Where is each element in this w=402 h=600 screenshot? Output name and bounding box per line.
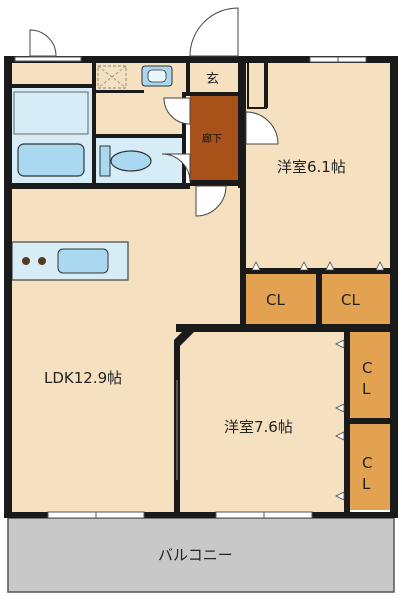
closet-c (348, 332, 390, 418)
label-balcony: バルコニー (158, 546, 233, 564)
door-washroom[interactable] (163, 97, 191, 125)
wall-wet-bottom (10, 183, 190, 189)
label-closet-c-top: C (362, 359, 372, 377)
wall-closet-cd-divider (344, 418, 394, 424)
toilet-bowl (110, 150, 152, 172)
stove-burner-1 (22, 257, 30, 265)
wall-room2-chamfer (174, 324, 196, 346)
bathtub (17, 143, 85, 177)
wall-room1-top-left (264, 62, 268, 108)
wall-bath-right (92, 62, 96, 187)
closet-door-markers (251, 261, 385, 501)
marker-3 (325, 261, 335, 271)
stove-burner-2 (38, 257, 46, 265)
hallway-floor (190, 96, 238, 180)
wall-closets-bottom (176, 324, 394, 332)
entrance-floor (190, 62, 238, 96)
marker-6 (335, 403, 345, 413)
wall-right (390, 56, 398, 516)
wall-left (4, 56, 12, 516)
wall-hall-bottom (190, 180, 240, 186)
shoe-cabinet (247, 61, 267, 109)
wall-entry-left (186, 56, 190, 96)
wall-closet-divider (316, 268, 322, 328)
bath-wash-area (13, 91, 89, 135)
closet-b (322, 272, 392, 326)
label-closet-b: CL (341, 291, 360, 309)
marker-4 (375, 261, 385, 271)
label-closet-d-top: C (362, 454, 372, 472)
label-western-room-1: 洋室6.1帖 (277, 158, 346, 176)
window-bath (14, 56, 82, 62)
label-closet-a: CL (266, 291, 285, 309)
western-room-1-floor (246, 62, 392, 272)
toilet-tank (99, 145, 111, 177)
door-storage-top[interactable] (29, 29, 57, 57)
label-entrance: 玄 (206, 72, 219, 87)
label-western-room-2: 洋室7.6帖 (224, 418, 293, 436)
wall-ldk-right (240, 186, 246, 326)
wall-toilet-right (182, 92, 186, 187)
laundry-pan-diag-2 (97, 65, 127, 89)
closet-a (246, 272, 316, 326)
balcony-floor (7, 517, 395, 593)
ldk-lower-floor (10, 320, 178, 514)
doors (29, 7, 279, 217)
door-room1[interactable] (245, 111, 279, 145)
wall-laundry-bottom (94, 90, 144, 93)
wall-wash-toilet (94, 134, 186, 138)
washbasin-bowl (147, 69, 167, 83)
marker-5 (335, 339, 345, 349)
marker-7 (335, 431, 345, 441)
door-toilet[interactable] (161, 153, 191, 183)
label-closet-c-bottom: L (362, 380, 371, 398)
wall-top (4, 56, 398, 63)
kitchen-sink (57, 248, 109, 274)
closet-d (348, 424, 390, 510)
wall-bath-top (10, 84, 94, 88)
marker-2 (299, 261, 309, 271)
marker-1 (251, 261, 261, 271)
label-closet-d-bottom: L (362, 475, 371, 493)
wall-entry-step (186, 92, 240, 96)
wall-hall-right (238, 62, 246, 188)
marker-8 (335, 491, 345, 501)
western-room-2-floor (176, 330, 346, 514)
label-ldk: LDK12.9帖 (44, 369, 122, 387)
door-entrance[interactable] (189, 7, 239, 57)
door-ldk[interactable] (195, 185, 227, 217)
wall-bottom (4, 512, 398, 518)
label-hallway: 廊下 (202, 132, 222, 145)
storage-top-left-floor (10, 62, 94, 86)
